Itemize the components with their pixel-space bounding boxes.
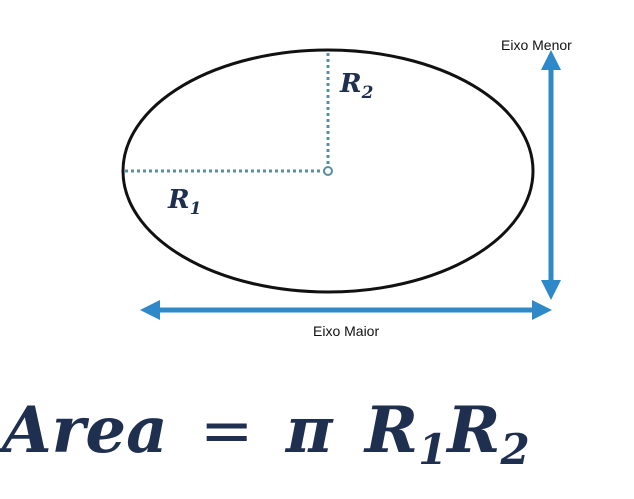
formula-r1-sub: 1 xyxy=(418,425,447,474)
minor-axis-label: Eixo Menor xyxy=(501,37,572,53)
formula-r2-base: R xyxy=(445,393,500,468)
r2-label: R2 xyxy=(339,69,374,103)
ellipse-center-point xyxy=(323,166,333,176)
formula-pi: π xyxy=(285,393,334,468)
ellipse-shape xyxy=(121,48,535,294)
major-axis-label: Eixo Maior xyxy=(313,323,379,339)
formula-lhs: Area xyxy=(0,393,168,468)
formula-r2-sub: 2 xyxy=(499,425,529,474)
area-formula: Area = π R1R2 xyxy=(0,393,530,474)
formula-r1-base: R xyxy=(363,393,418,468)
r1-label: R1 xyxy=(167,185,201,219)
formula-equals: = xyxy=(200,394,254,468)
